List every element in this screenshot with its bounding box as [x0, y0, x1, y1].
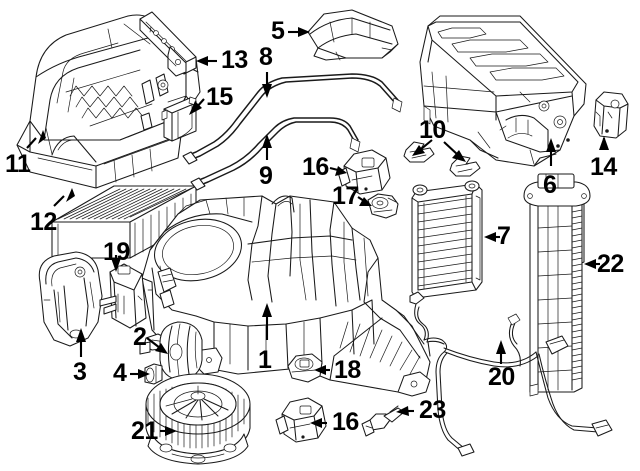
- part-blower-motor-resistor: [99, 263, 147, 329]
- callout-label-2: 2: [133, 323, 147, 351]
- part-temperature-door-actuator-upper: [337, 149, 391, 195]
- part-blower-motor: [145, 373, 251, 465]
- callout-label-23: 23: [419, 396, 446, 424]
- callout-label-18: 18: [334, 356, 361, 384]
- callout-label-12: 12: [30, 208, 57, 236]
- part-air-duct: [307, 9, 399, 61]
- callout-label-15: 15: [206, 83, 233, 111]
- leader-19: [111, 255, 121, 272]
- leader-17: [357, 196, 372, 206]
- callout-label-21: 21: [131, 417, 158, 445]
- leader-22: [584, 259, 600, 269]
- callout-label-1: 1: [258, 346, 272, 374]
- part-evaporator-case: [16, 14, 201, 189]
- leader-12: [53, 188, 75, 207]
- part-bushing: [144, 363, 163, 385]
- leader-16-lower: [310, 418, 327, 428]
- callout-label-17: 17: [332, 182, 359, 210]
- part-insulator-pad: [38, 251, 103, 347]
- callout-label-9: 9: [259, 162, 273, 190]
- callout-label-7: 7: [497, 222, 511, 250]
- callout-label-16-lower: 16: [332, 408, 359, 436]
- part-heater-hoses: [182, 73, 403, 191]
- callout-label-11: 11: [5, 150, 31, 178]
- leader-6: [546, 138, 556, 166]
- leader-15: [189, 98, 205, 115]
- callout-label-6: 6: [543, 171, 557, 199]
- part-mode-door-actuator: [593, 91, 629, 139]
- part-blower-wheel: [159, 321, 203, 381]
- part-case-grommet: [287, 353, 323, 383]
- callout-label-3: 3: [73, 358, 87, 386]
- leader-3: [76, 328, 86, 357]
- callout-label-10: 10: [419, 116, 446, 144]
- leader-18: [314, 365, 330, 375]
- part-temperature-sensor: [361, 405, 405, 437]
- callout-label-20: 20: [488, 363, 515, 391]
- leader-20: [496, 340, 506, 364]
- leader-7: [484, 232, 500, 242]
- leader-1: [262, 303, 272, 340]
- part-heater-core: [411, 180, 483, 299]
- leader-21: [160, 426, 177, 436]
- part-cam-bushing: [367, 193, 399, 219]
- callout-label-8: 8: [259, 43, 273, 71]
- part-duct-rail: [139, 11, 197, 77]
- part-air-inlet-door-actuator: [275, 397, 327, 443]
- leader-14: [599, 136, 609, 150]
- callout-label-22: 22: [597, 250, 624, 278]
- leader-10: [412, 139, 466, 162]
- leader-9: [262, 134, 272, 160]
- callout-label-4: 4: [113, 359, 127, 387]
- leader-5: [288, 27, 310, 37]
- callout-label-19: 19: [103, 238, 130, 266]
- leader-23: [396, 406, 414, 416]
- leader-4: [130, 369, 150, 379]
- callout-label-14: 14: [590, 153, 617, 181]
- part-auxiliary-heater-element: [523, 173, 591, 397]
- callout-label-13: 13: [221, 46, 248, 74]
- leader-2: [146, 337, 168, 354]
- leader-8: [262, 72, 272, 98]
- leader-11: [26, 130, 46, 149]
- part-plenum-assembly: [419, 15, 587, 167]
- callout-label-16: 16: [302, 153, 329, 181]
- leader-13: [196, 56, 217, 66]
- callout-label-5: 5: [271, 17, 285, 45]
- leader-16-upper: [329, 166, 347, 176]
- part-wire-harness: [409, 291, 613, 457]
